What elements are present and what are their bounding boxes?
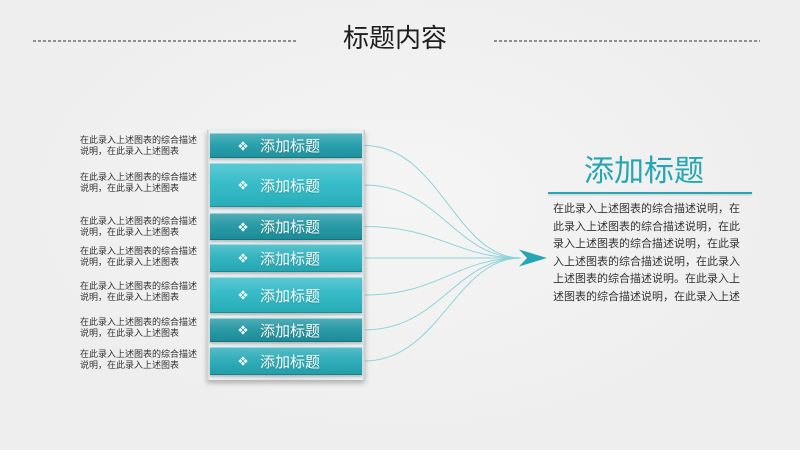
connector-curve-5 bbox=[363, 257, 522, 296]
connector-curve-3 bbox=[363, 226, 522, 259]
paragraph-line: 入上述图表的综合描述说明，在此录入 bbox=[553, 254, 740, 268]
description-line: 说明，在此录入上述图表 bbox=[80, 146, 180, 157]
description-line: 说明，在此录入上述图表 bbox=[80, 183, 180, 194]
title-bar-3: 添加标题 bbox=[210, 213, 362, 240]
four-diamonds-icon bbox=[238, 325, 248, 335]
left-description-3: 在此录入上述图表的综合描述 说明，在此录入上述图表 bbox=[80, 217, 205, 238]
title-bar-1: 添加标题 bbox=[210, 133, 362, 158]
description-line: 在此录入上述图表的综合描述 bbox=[80, 247, 198, 257]
description-line: 说明，在此录入上述图表 bbox=[80, 257, 180, 268]
description-line: 在此录入上述图表的综合描述 bbox=[80, 282, 198, 292]
title-bar-6: 添加标题 bbox=[210, 318, 362, 342]
panel-heading: 添加标题 bbox=[584, 154, 704, 189]
description-line: 在此录入上述图表的综合描述 bbox=[80, 318, 198, 328]
left-description-5: 在此录入上述图表的综合描述 说明，在此录入上述图表 bbox=[80, 282, 205, 303]
description-line: 说明，在此录入上述图表 bbox=[80, 292, 180, 303]
description-line: 说明，在此录入上述图表 bbox=[80, 360, 180, 371]
bar-label: 添加标题 bbox=[260, 176, 321, 195]
left-description-4: 在此录入上述图表的综合描述 说明，在此录入上述图表 bbox=[80, 247, 205, 268]
title-divider-right bbox=[494, 40, 760, 42]
paragraph-line: 此录入上述图表的综合描述说明，在此 bbox=[553, 219, 740, 233]
title-bar-2: 添加标题 bbox=[210, 163, 362, 207]
bar-label: 添加标题 bbox=[260, 352, 321, 371]
paragraph-line: 上述图表的综合描述说明。在此录入上 bbox=[553, 272, 740, 286]
connector-curve-1 bbox=[363, 145, 522, 259]
title-bar-5: 添加标题 bbox=[210, 277, 362, 313]
title-bar-4: 添加标题 bbox=[210, 244, 362, 272]
left-description-7: 在此录入上述图表的综合描述 说明，在此录入上述图表 bbox=[80, 350, 205, 371]
paragraph-line: 在此录入上述图表的综合描述说明，在 bbox=[553, 202, 740, 215]
connector-curve-6 bbox=[363, 257, 522, 331]
four-diamonds-icon bbox=[238, 221, 248, 232]
bar-label: 添加标题 bbox=[260, 249, 321, 268]
slide-title: 标题内容 bbox=[342, 24, 447, 54]
bar-label: 添加标题 bbox=[260, 218, 321, 236]
four-diamonds-icon bbox=[238, 356, 248, 366]
title-bar-7: 添加标题 bbox=[210, 347, 362, 375]
panel-paragraph: 在此录入上述图表的综合描述说明，在 此录入上述图表的综合描述说明，在此 录入上述… bbox=[553, 200, 748, 306]
paragraph-line: 录入上述图表的综合描述说明，在此录 bbox=[553, 237, 740, 251]
left-description-1: 在此录入上述图表的综合描述 说明，在此录入上述图表 bbox=[80, 136, 205, 157]
four-diamonds-icon bbox=[238, 253, 248, 263]
bar-stack: 添加标题 添加标题 添加标题 添加标题 bbox=[207, 130, 365, 380]
arrow-right-icon bbox=[519, 249, 547, 267]
four-diamonds-icon bbox=[238, 180, 248, 190]
bar-label: 添加标题 bbox=[260, 321, 321, 340]
description-line: 说明，在此录入上述图表 bbox=[80, 227, 180, 238]
connector-curve-2 bbox=[363, 184, 522, 259]
bar-label: 添加标题 bbox=[260, 286, 321, 305]
description-line: 在此录入上述图表的综合描述 bbox=[80, 173, 198, 183]
paragraph-line: 述图表的综合描述说明，在此录入上述 bbox=[553, 289, 740, 303]
bar-label: 添加标题 bbox=[260, 137, 321, 155]
description-line: 在此录入上述图表的综合描述 bbox=[80, 217, 198, 227]
connector-curve-7 bbox=[363, 257, 522, 362]
heading-underline bbox=[548, 192, 752, 194]
four-diamonds-icon bbox=[238, 140, 248, 151]
left-description-6: 在此录入上述图表的综合描述 说明，在此录入上述图表 bbox=[80, 318, 205, 339]
title-divider-left bbox=[33, 40, 298, 42]
description-line: 在此录入上述图表的综合描述 bbox=[80, 350, 198, 360]
description-line: 在此录入上述图表的综合描述 bbox=[80, 136, 198, 146]
left-description-2: 在此录入上述图表的综合描述 说明，在此录入上述图表 bbox=[80, 173, 205, 194]
description-line: 说明，在此录入上述图表 bbox=[80, 328, 180, 339]
four-diamonds-icon bbox=[238, 290, 248, 300]
